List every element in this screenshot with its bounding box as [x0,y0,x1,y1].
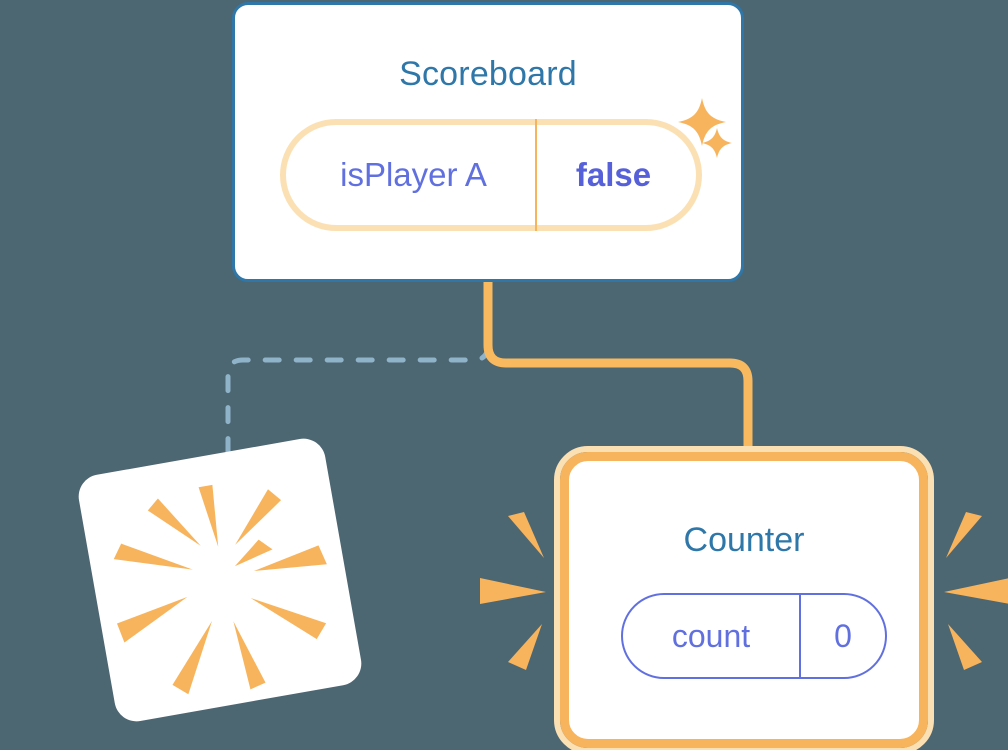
connector-scoreboard-to-counter [483,282,753,468]
counter-state-key: count [671,617,751,654]
counter-card[interactable]: Counter count 0 [560,452,928,748]
scoreboard-state-value: false [575,156,652,193]
counter-pill-divider [799,595,801,677]
counter-state-value: 0 [834,617,852,654]
scoreboard-state-pill[interactable]: isPlayer A false [280,119,702,231]
scoreboard-state-key: isPlayer A [340,156,487,193]
scoreboard-card[interactable]: Scoreboard isPlayer A false [232,2,744,282]
counter-state-pill[interactable]: count 0 [621,593,887,679]
counter-rays-left-icon [480,512,546,670]
sparkle-small-icon [702,128,732,158]
blank-card-rays-icon [113,484,327,695]
scoreboard-pill-halo [280,119,702,231]
blank-card[interactable] [75,435,365,725]
page-title-counter: Counter [683,521,805,559]
scoreboard-pill-divider [535,119,537,231]
page-title-scoreboard: Scoreboard [399,55,577,93]
sparkle-large-icon [678,98,726,146]
counter-rays-right-icon [944,512,1008,670]
